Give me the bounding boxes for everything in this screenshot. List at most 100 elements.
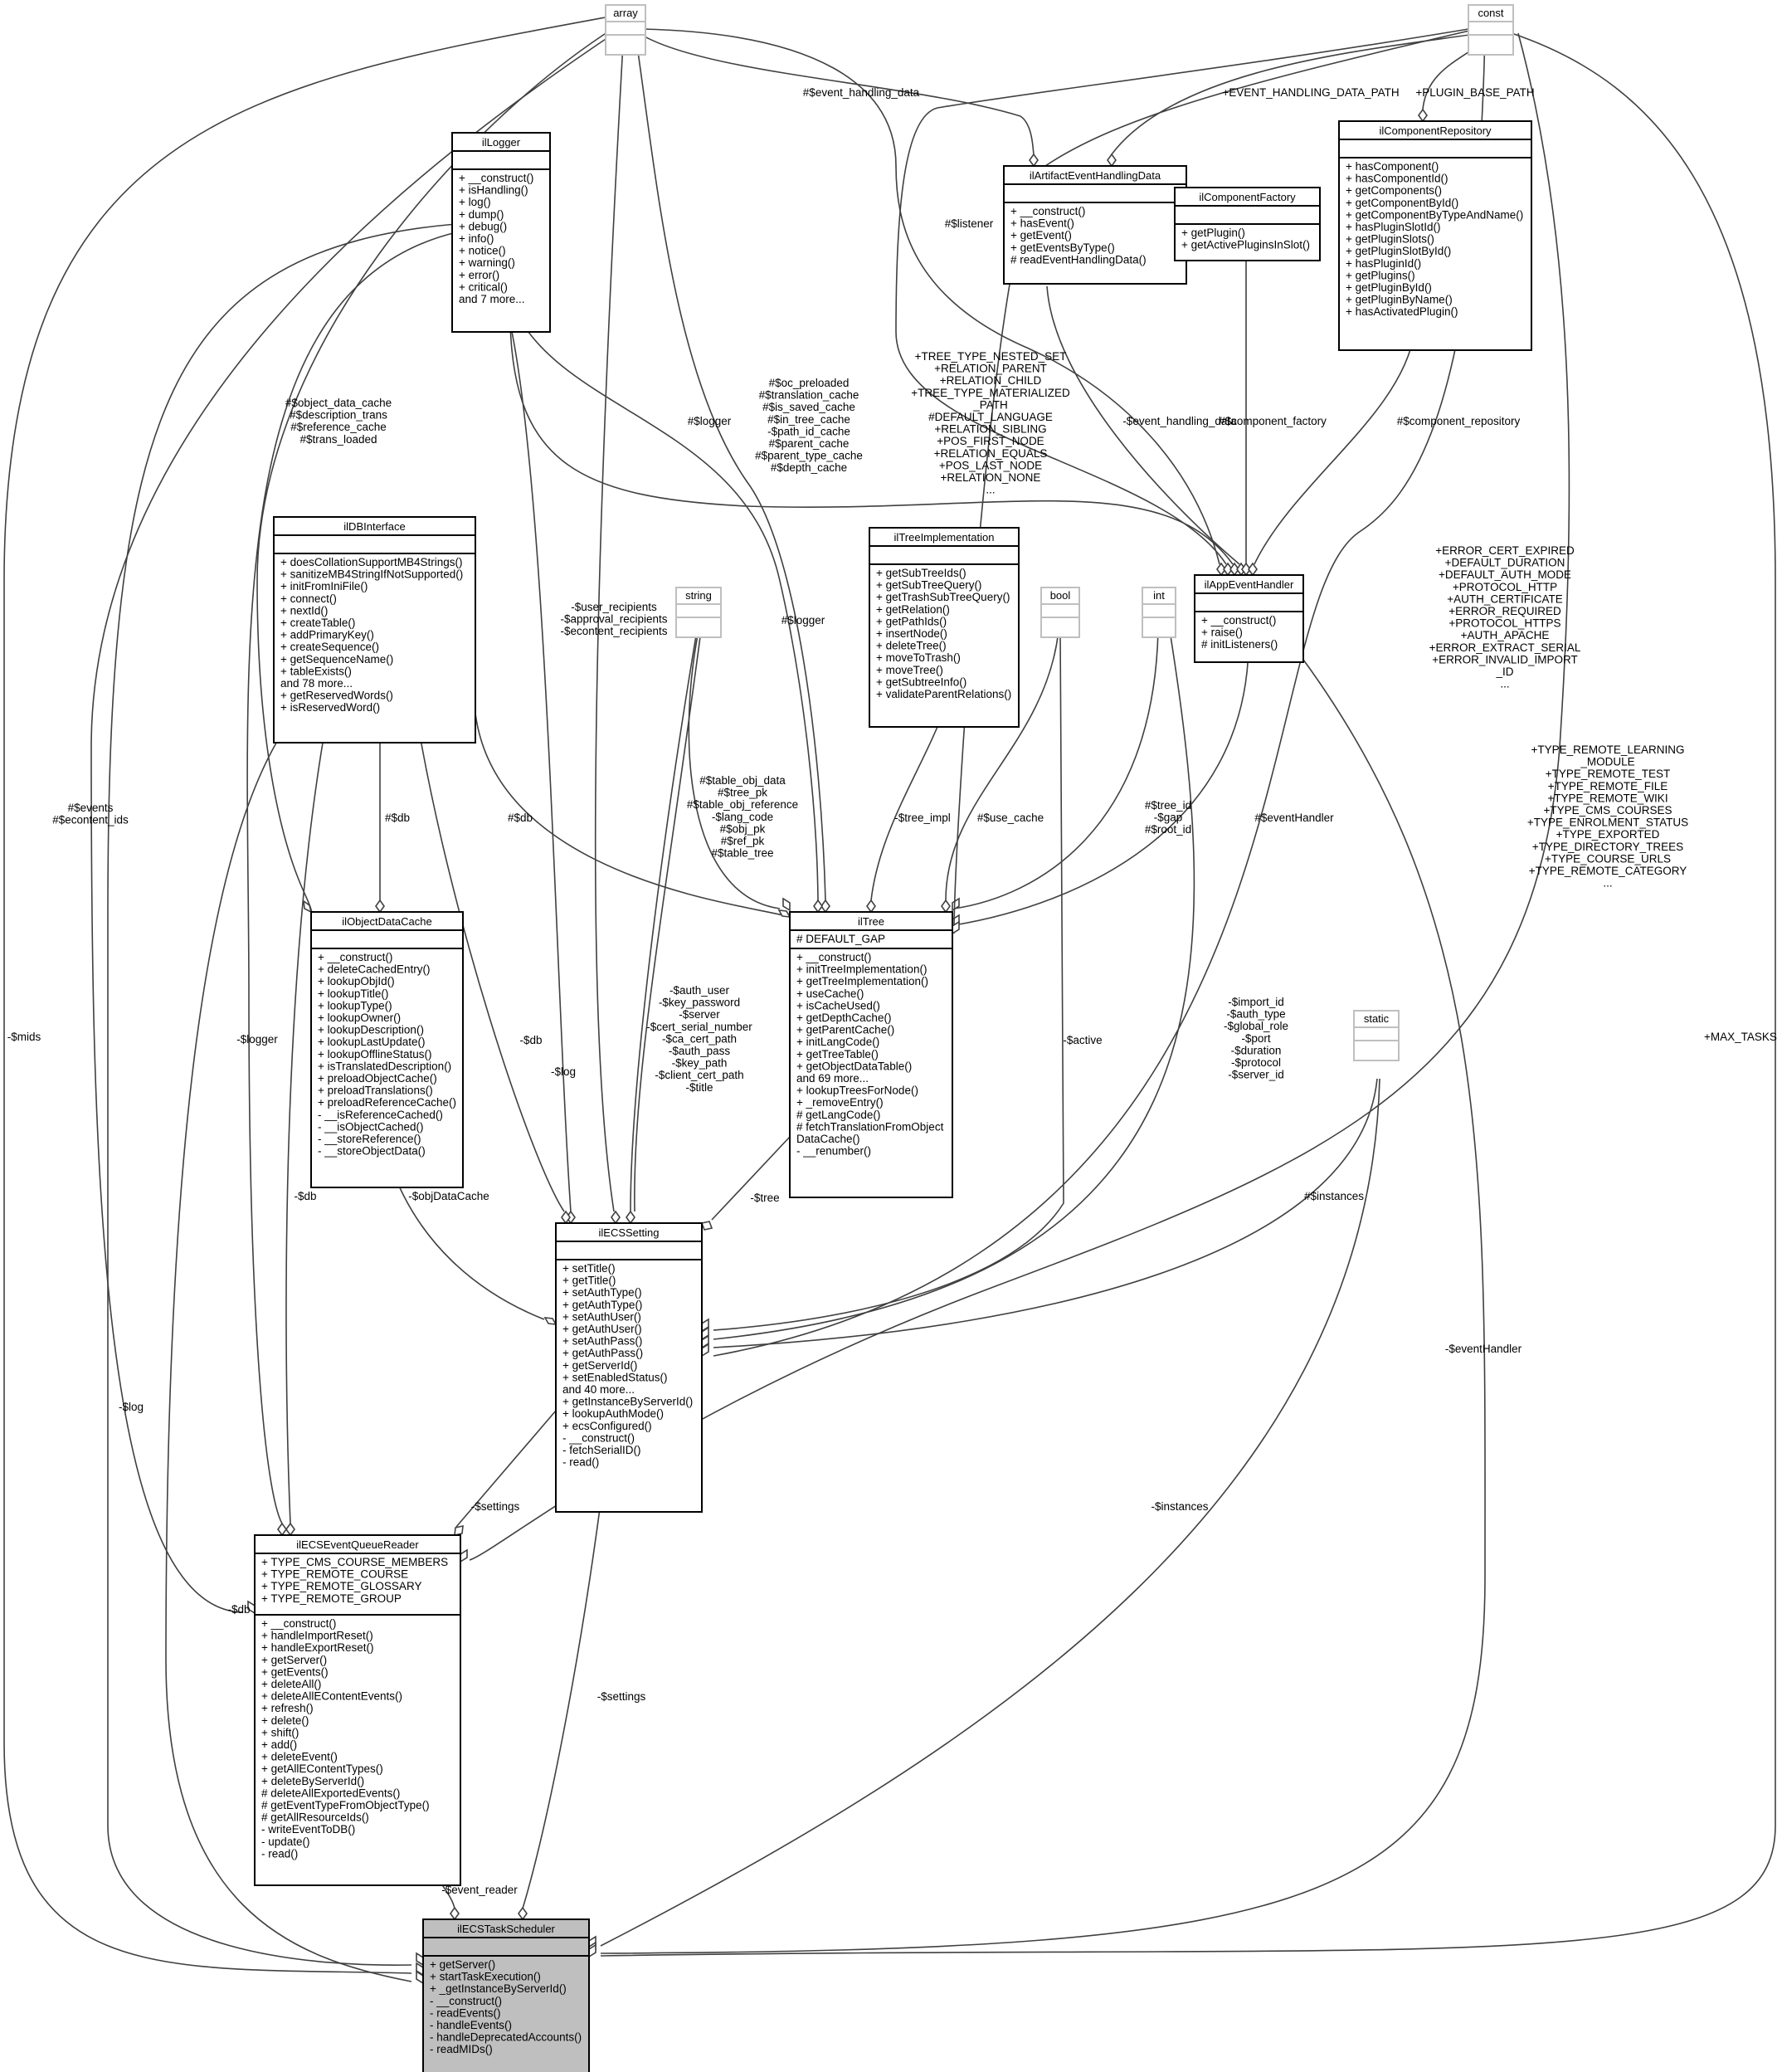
class-operation: + getComponentByTypeAndName() [1346,208,1523,221]
edge-label-mids: -$mids [7,1031,41,1043]
edge-label-objcache_arrays: #$object_data_cache#$description_trans#$… [285,397,392,446]
edge-label-line: #$events [68,802,114,814]
edge-label-line: +AUTH_APACHE [1461,629,1550,641]
class-operation: + getTreeImplementation() [796,975,928,987]
class-box-ilLogger: ilLogger+ __construct()+ isHandling()+ l… [451,132,551,333]
class-box-string: string [675,587,722,638]
class-operation: + __construct() [459,172,533,184]
class-operation: + tableExists() [280,665,352,677]
edge-label-line: -$global_role [1224,1020,1288,1032]
class-operation: + info() [459,232,494,245]
edge-label-line: _PATH [972,398,1008,411]
association-edge [642,28,1220,565]
edge-label-line: -$tree_impl [894,812,951,824]
class-operation: + getTrashSubTreeQuery() [876,591,1010,603]
class-operation: + getComponentById() [1346,197,1458,209]
association-edge [509,323,572,1212]
edge-label-line: -$port [1241,1032,1271,1045]
edge-label-line: -$ca_cert_path [662,1032,737,1045]
class-box-ilTreeImplementation: ilTreeImplementation+ getSubTreeIds()+ g… [869,527,1020,728]
edge-label-line: +DEFAULT_DURATION [1445,557,1565,569]
class-operation: + lookupAuthMode() [562,1407,664,1420]
edge-label-ecs_consts: +ERROR_CERT_EXPIRED+DEFAULT_DURATION+DEF… [1429,544,1581,690]
edge-label-line: -$import_id [1228,996,1284,1008]
class-operation: - __renumber() [796,1145,871,1158]
edge-label-line: +PROTOCOL_HTTP [1453,581,1557,593]
class-operation: + ecsConfigured() [562,1420,652,1432]
edge-label-line: -$lang_code [712,811,773,823]
class-box-ilECSTaskScheduler: ilECSTaskScheduler+ getServer()+ startTa… [422,1918,590,2072]
class-operation: + __construct() [318,951,392,963]
class-operation: + hasComponent() [1346,160,1439,173]
edge-label-line: -$cert_serial_number [646,1021,752,1033]
class-operation: + deleteAllEContentEvents() [261,1690,402,1703]
class-operation: + getPluginSlotById() [1346,245,1451,257]
aggregation-diamond [375,899,385,914]
class-operation: + isHandling() [459,184,528,197]
class-operation: - read() [562,1456,599,1469]
class-attributes [675,603,722,618]
class-operation: # getLangCode() [796,1109,880,1121]
edge-label-line: -$active [1063,1034,1102,1046]
class-operation: - __storeReference() [318,1133,421,1145]
aggregation-diamond [277,1522,287,1537]
class-operation: + handleExportReset() [261,1641,373,1654]
edge-label-line: +TREE_TYPE_NESTED_SET [915,350,1067,363]
class-box-ilComponentFactory: ilComponentFactory+ getPlugin()+ getActi… [1174,187,1321,261]
edge-label-line: #$listener [945,217,994,230]
association-edge [246,232,457,1524]
class-operation: + hasPluginSlotId() [1346,221,1440,233]
class-box-ilAppEventHandler: ilAppEventHandler+ __construct()+ raise(… [1194,574,1304,663]
aggregation-diamond [941,899,951,914]
aggregation-diamond [782,897,791,912]
association-edge [600,32,1776,1957]
edge-label-event_handler_tree: #$eventHandler [1254,812,1334,824]
edge-label-tree_impl: -$tree_impl [894,812,951,824]
aggregation-diamond [1029,153,1039,168]
class-operation: + getTreeTable() [796,1048,879,1060]
class-operations [422,1955,590,2072]
association-edge [522,1476,605,1909]
edge-label-line: #$db [508,812,533,824]
class-box-array: array [605,4,646,56]
edge-label-db_setting: -$db [519,1034,542,1046]
class-attributes [1142,603,1176,618]
class-operation: + setEnabledStatus() [562,1371,667,1383]
class-operation: + shift() [261,1726,299,1738]
class-attribute: + TYPE_CMS_COURSE_MEMBERS [261,1556,448,1568]
class-operation: + getSequenceName() [280,653,393,665]
class-operation: + initFromIniFile() [280,580,368,592]
class-operation: + moveToTrash() [876,651,961,664]
class-operation: + __construct() [1201,614,1276,626]
edge-label-line: -$db [519,1034,542,1046]
class-operation: + hasActivatedPlugin() [1346,305,1458,318]
class-operations [675,617,722,638]
class-operation: + createSequence() [280,641,379,653]
class-operation: + doesCollationSupportMB4Strings() [280,556,463,568]
edge-label-tree_ints: #$tree_id-$gap#$root_id [1145,799,1191,836]
class-operation: + getPluginByName() [1346,294,1453,306]
edge-label-line: #$table_obj_data [699,774,786,787]
edge-label-line: ... [986,484,995,496]
class-name: ilTree [858,915,884,928]
edge-label-line: +ERROR_EXTRACT_SERIAL [1429,641,1581,654]
class-box-ilComponentRepository: ilComponentRepository+ hasComponent()+ h… [1338,120,1532,351]
edge-label-line: -$gap [1154,812,1183,824]
edge-label-line: _MODULE [1580,756,1634,768]
edge-label-line: +TREE_TYPE_MATERIALIZED [911,387,1070,399]
class-operation: + getServer() [261,1654,327,1666]
edge-label-line: +RELATION_NONE [941,471,1041,484]
edge-label-line: -$instances [1151,1500,1208,1513]
class-operation: + lookupOfflineStatus() [318,1048,431,1060]
edge-label-line: +ERROR_REQUIRED [1448,605,1561,617]
edge-label-line: #$root_id [1145,823,1191,836]
class-attribute: + TYPE_REMOTE_COURSE [261,1568,408,1581]
edge-label-line: #$logger [781,614,825,626]
aggregation-diamond [561,1210,571,1225]
class-operation: + getAuthPass() [562,1347,643,1359]
class-operation: + getAuthType() [562,1299,642,1311]
edge-label-events: #$events#$econtent_ids [52,802,129,826]
class-box-static: static [1353,1010,1400,1061]
class-operation: - writeEventToDB() [261,1823,355,1836]
